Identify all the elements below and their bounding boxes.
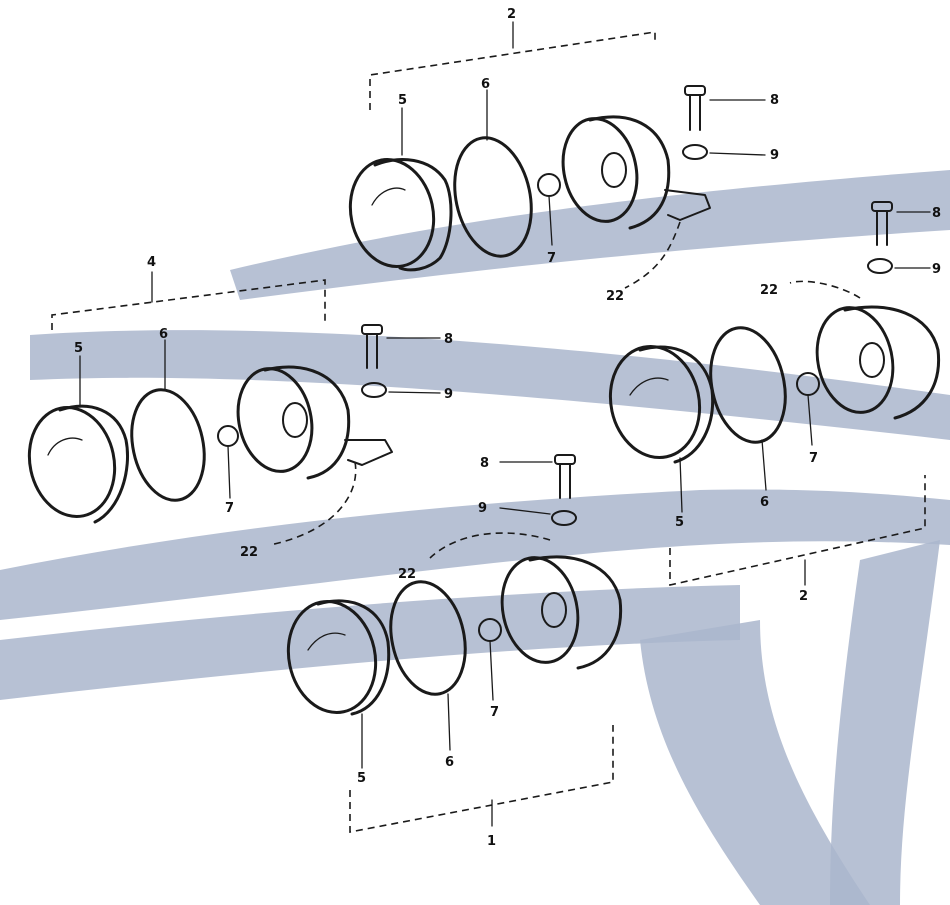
socket-label: 7 [809, 451, 818, 466]
gasket [389, 580, 467, 696]
watermark [0, 170, 950, 905]
washer [867, 258, 893, 274]
right-assembly: 5 6 7 8 9 22 2 [608, 201, 941, 604]
group-label: 2 [507, 7, 516, 22]
screw [684, 85, 706, 131]
lens [286, 599, 391, 716]
washer-label: 9 [932, 262, 941, 277]
socket-label: 7 [225, 501, 234, 516]
gasket [130, 388, 206, 502]
washer [361, 382, 387, 398]
group-label: 4 [147, 255, 156, 270]
group-bracket [669, 475, 926, 586]
gasket [453, 136, 533, 258]
screw [361, 324, 383, 369]
lens [348, 157, 453, 272]
group-bracket [369, 31, 656, 110]
housing [815, 305, 941, 420]
harness-label: 22 [398, 567, 416, 582]
top-assembly: 2 5 6 7 8 9 [348, 7, 779, 304]
socket [217, 425, 239, 447]
washer-label: 9 [770, 148, 779, 163]
left-assembly: 4 5 6 7 8 9 22 [27, 255, 453, 560]
screw [554, 454, 576, 499]
lens-label: 5 [398, 93, 407, 108]
bottom-assembly: 5 6 7 8 9 22 1 [286, 454, 623, 849]
washer [551, 510, 577, 526]
washer-label: 9 [444, 387, 453, 402]
group-bracket [349, 725, 614, 833]
gasket-label: 6 [159, 327, 168, 342]
lens-label: 5 [675, 515, 684, 530]
screw-label: 8 [444, 332, 453, 347]
harness [269, 461, 357, 546]
washer-label: 9 [478, 501, 487, 516]
housing [500, 555, 623, 670]
housing [561, 115, 711, 230]
screw-label: 8 [770, 93, 779, 108]
gasket-label: 6 [760, 495, 769, 510]
screw-label: 8 [932, 206, 941, 221]
gasket [709, 326, 787, 444]
socket-label: 7 [547, 251, 556, 266]
lens [27, 404, 130, 524]
screw-label: 8 [480, 456, 489, 471]
group-label: 2 [799, 589, 808, 604]
harness-label: 22 [240, 545, 258, 560]
harness [429, 532, 551, 559]
group-label: 1 [487, 834, 496, 849]
socket [537, 173, 561, 197]
gasket-label: 6 [481, 77, 490, 92]
screw [871, 201, 893, 246]
gasket-label: 6 [445, 755, 454, 770]
socket-label: 7 [490, 705, 499, 720]
lens-label: 5 [357, 771, 366, 786]
harness-label: 22 [760, 283, 778, 298]
lens-label: 5 [74, 341, 83, 356]
harness-label: 22 [606, 289, 624, 304]
housing [236, 365, 393, 480]
washer [682, 144, 708, 160]
harness [624, 221, 681, 289]
harness [789, 280, 861, 299]
